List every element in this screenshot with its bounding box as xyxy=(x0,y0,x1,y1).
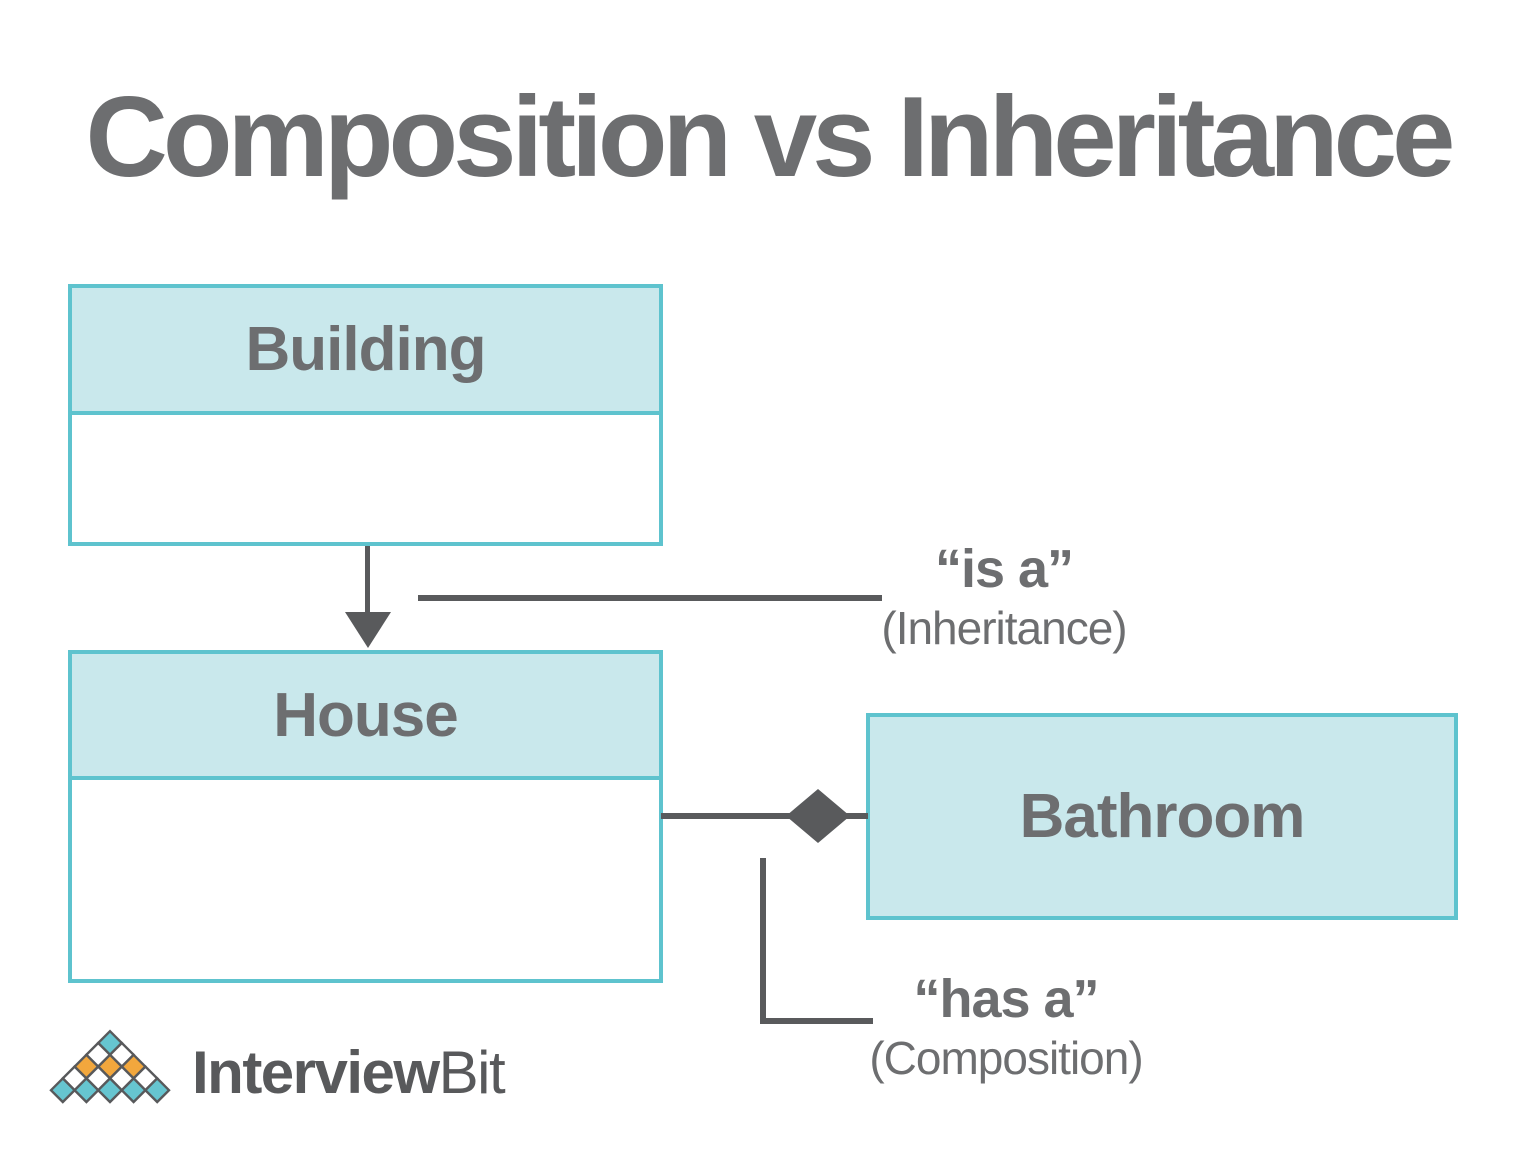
composition-label-line-horizontal xyxy=(760,1018,873,1024)
logo-wordmark: InterviewBit xyxy=(192,1043,506,1103)
class-box-building-body xyxy=(72,415,659,542)
page-title: Composition vs Inheritance xyxy=(85,74,1456,201)
inheritance-label-line xyxy=(418,595,882,601)
inheritance-sublabel-text: (Inheritance) xyxy=(881,602,1127,654)
composition-label-line-vertical xyxy=(760,858,766,1024)
logo-tile xyxy=(72,1076,100,1104)
composition-sublabel-text: (Composition) xyxy=(869,1032,1143,1084)
class-box-house: House xyxy=(68,650,663,983)
class-box-house-header: House xyxy=(72,654,659,780)
inheritance-connector-line xyxy=(365,546,370,614)
logo-tile xyxy=(120,1076,148,1104)
interviewbit-logo: InterviewBit xyxy=(48,1029,506,1107)
logo-pyramid-icon xyxy=(49,1029,171,1104)
class-name-bathroom: Bathroom xyxy=(1019,782,1306,851)
class-box-building: Building xyxy=(68,284,663,546)
logo-wordmark-bold: Interview xyxy=(192,1039,440,1106)
class-box-bathroom: Bathroom xyxy=(866,713,1458,920)
inheritance-arrowhead-icon xyxy=(345,612,391,648)
composition-label-text: “has a” xyxy=(913,969,1099,1029)
class-name-house: House xyxy=(273,680,458,750)
logo-wordmark-light: Bit xyxy=(438,1039,506,1106)
class-box-house-body xyxy=(72,780,659,979)
class-name-building: Building xyxy=(245,315,487,384)
logo-tile xyxy=(96,1076,124,1104)
logo-tile xyxy=(143,1076,171,1104)
class-box-building-header: Building xyxy=(72,288,659,415)
composition-diamond-icon xyxy=(786,789,850,843)
composition-connector-line xyxy=(661,813,868,819)
inheritance-label: “is a” (Inheritance) xyxy=(794,538,1214,656)
logo-tile xyxy=(49,1076,77,1104)
composition-label: “has a” (Composition) xyxy=(796,968,1216,1086)
inheritance-label-text: “is a” xyxy=(934,539,1074,599)
